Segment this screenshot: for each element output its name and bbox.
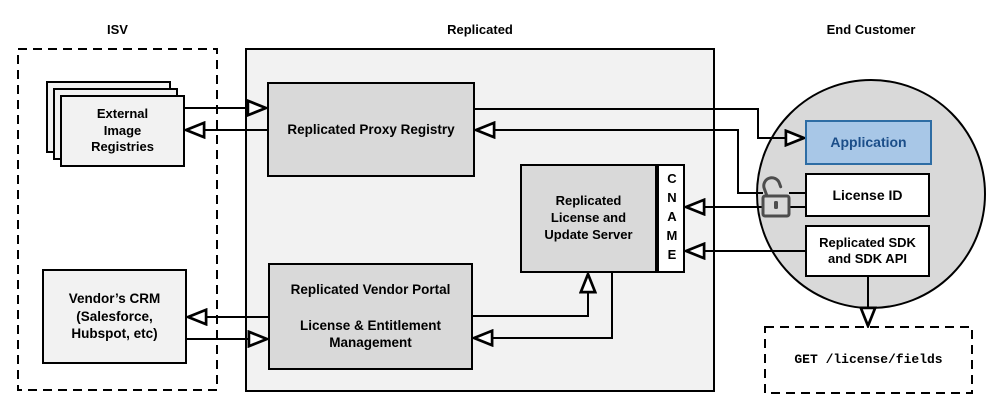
replicated-sdk-box: Replicated SDK and SDK API: [805, 225, 930, 277]
unlocked-padlock-icon: [761, 176, 791, 218]
proxy-registry-box: Replicated Proxy Registry: [267, 82, 475, 177]
edge-vendorportal-to-updateserver: [473, 275, 588, 317]
application-box: Application: [805, 120, 932, 165]
license-id-box: License ID: [805, 173, 930, 217]
section-label-replicated: Replicated: [447, 22, 513, 37]
vendor-portal-box: Replicated Vendor Portal License & Entit…: [268, 263, 473, 370]
section-label-isv: ISV: [107, 22, 128, 37]
cname-strip: CNAME: [657, 164, 685, 273]
license-update-server-box: Replicated License and Update Server: [520, 164, 657, 273]
get-license-fields-text: GET /license/fields: [794, 351, 943, 367]
edge-licenseid-to-proxy: [477, 130, 763, 194]
external-image-registries-box: External Image Registries: [60, 95, 185, 167]
edge-updateserver-to-vendorportal: [475, 273, 613, 338]
edge-proxy-to-application: [475, 108, 803, 138]
section-label-end-customer: End Customer: [826, 22, 916, 37]
get-request-box-border: [764, 326, 973, 394]
vendors-crm-box: Vendor’s CRM (Salesforce, Hubspot, etc): [42, 269, 187, 364]
